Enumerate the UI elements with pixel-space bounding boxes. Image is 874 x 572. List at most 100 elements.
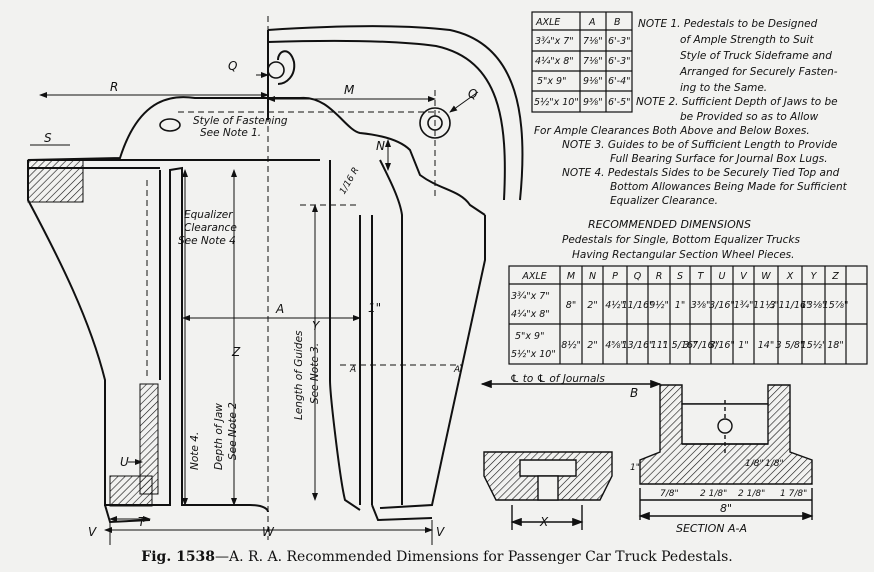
small-r0-a: 7⅛" (583, 36, 603, 47)
rec-g1-u: 3/16" (709, 300, 735, 311)
rec-header-m: M (567, 271, 575, 282)
label-v-left: V (88, 525, 97, 539)
pedestal-outline (27, 25, 524, 524)
small-r2-b: 6'-4" (608, 76, 631, 87)
rec-g1-y: 13⅛" (801, 300, 827, 311)
label-depth-jaw-1: Depth of Jaw (213, 403, 225, 470)
rec-axle-3: 5"x 9" (515, 331, 544, 342)
label-note4-side: Note 4. (189, 432, 201, 470)
label-m: M (344, 83, 355, 97)
figure-title: —A. R. A. Recommended Dimensions for Pas… (215, 549, 733, 565)
rec-header-axle: AXLE (521, 271, 546, 282)
recommended-title: RECOMMENDED DIMENSIONS (588, 218, 751, 231)
rec-g2-n: 2" (587, 340, 597, 351)
note-line-9: Full Bearing Surface for Journal Box Lug… (610, 153, 828, 165)
label-s: S (44, 131, 52, 145)
note-line-7: For Ample Clearances Both Above and Belo… (534, 125, 810, 137)
small-hdr-axle: AXLE (535, 17, 560, 28)
section-a-a (638, 384, 814, 521)
label-length-guides-1: Length of Guides (293, 330, 305, 420)
rec-header-x: X (786, 271, 794, 282)
rec-g1-z: 15⅞" (823, 300, 849, 311)
rec-g1-r: 9½" (649, 300, 669, 311)
rec-g2-q: 13/16" (622, 340, 654, 351)
label-r: R (110, 80, 118, 94)
note-line-3: Arranged for Securely Fasten- (679, 66, 838, 78)
rec-g1-p: 4½" (605, 300, 625, 311)
rec-axle-1: 3¾"x 7" (511, 291, 550, 302)
note-line-6: be Provided so as to Allow (680, 111, 819, 123)
hatched-sections (27, 159, 159, 507)
note-line-0: NOTE 1. Pedestals to be Designed (638, 18, 818, 30)
recommended-subtitle-1: Pedestals for Single, Bottom Equalizer T… (562, 234, 801, 246)
rec-g2-u: 3/16" (709, 340, 735, 351)
journal-b: B (630, 386, 638, 400)
recommended-table-grid (508, 265, 868, 365)
note-line-4: ing to the Same. (680, 82, 767, 94)
label-a-sec-right: A (453, 365, 460, 375)
rec-g2-v: 1" (738, 340, 748, 351)
small-r3-a: 9⅜" (583, 97, 603, 108)
rec-header-u: U (719, 271, 726, 282)
label-z: Z (231, 345, 241, 359)
rec-g2-p: 4⅝" (605, 340, 625, 351)
recommended-subtitle-2: Having Rectangular Section Wheel Pieces. (572, 249, 795, 261)
small-r1-a: 7⅛" (583, 56, 603, 67)
label-equalizer-1: Equalizer (184, 209, 233, 221)
journal-centers: ℄ to ℄ of Journals (510, 373, 605, 385)
rec-header-q: Q (634, 271, 642, 282)
section-title: SECTION A-A (676, 522, 747, 535)
small-r2-a: 9⅛" (583, 76, 603, 87)
label-a-center: A (275, 302, 284, 316)
small-r1-b: 6'-3" (608, 56, 631, 67)
section-d5: 1 7/8" (780, 489, 807, 499)
rec-g1-q: 11/16" (622, 300, 654, 311)
journal-view (480, 379, 662, 530)
small-r0-b: 6'-3" (608, 36, 631, 47)
section-d1: 1" (630, 463, 640, 473)
rec-g1-s: 1" (675, 300, 685, 311)
section-d3: 2 1/8" (700, 489, 727, 499)
label-equalizer-3: See Note 4 (178, 235, 236, 247)
label-q-right: Q (468, 87, 477, 101)
rec-g1-t: 3⅜" (691, 300, 711, 311)
rec-g1-n: 2" (587, 300, 597, 311)
rec-header-n: N (589, 271, 596, 282)
note-line-10: NOTE 4. Pedestals Sides to be Securely T… (562, 167, 840, 179)
note-line-2: Style of Truck Sideframe and (680, 50, 832, 62)
label-sixteen-r: 1/16 R (338, 166, 361, 196)
small-r1-axle: 4¼"x 8" (535, 56, 574, 67)
drawing-labels: Q Q R M S N 1/16 R 1" A A A Y Z U T V V … (44, 59, 477, 539)
rec-g1-w: 11½" (753, 300, 779, 311)
label-one-inch: 1" (368, 301, 381, 315)
label-length-guides-2: See Note 3. (309, 343, 321, 404)
label-depth-jaw-2: See Note 2 (227, 402, 239, 460)
rec-header-w: W (761, 271, 771, 282)
rec-header-p: P (612, 271, 618, 282)
recommended-heading: RECOMMENDED DIMENSIONS Pedestals for Sin… (562, 218, 801, 261)
rec-g1-v: 1¾" (734, 300, 754, 311)
small-r0-axle: 3¾"x 7" (535, 36, 574, 47)
small-r3-axle: 5½"x 10" (534, 97, 579, 108)
section-overall: 8" (720, 502, 732, 515)
rec-header-r: R (656, 271, 663, 282)
label-v-right: V (436, 525, 445, 539)
rec-g2-m: 8½" (561, 340, 581, 351)
small-hdr-a: A (588, 17, 596, 28)
rec-g2-z: 18" (827, 340, 843, 351)
axle-table-small-text: AXLE A B 3¾"x 7" 7⅛" 6'-3" 4¼"x 8" 7⅛" 6… (534, 17, 631, 108)
hidden-lines (146, 16, 462, 540)
note-line-12: Equalizer Clearance. (610, 195, 718, 207)
figure-caption: Fig. 1538—A. R. A. Recommended Dimension… (0, 549, 874, 565)
rec-header-v: V (740, 271, 748, 282)
label-y: Y (312, 319, 321, 333)
section-d4: 2 1/8" (738, 489, 765, 499)
rec-axle-2: 4¼"x 8" (511, 309, 550, 320)
rec-g2-x: 3 5/8" (776, 340, 805, 351)
section-labels: 1" 7/8" 2 1/8" 2 1/8" 1 7/8" 1/8" 1/8" 8… (630, 459, 807, 535)
label-style-fastening-1: Style of Fastening (193, 115, 288, 127)
rec-header-y: Y (811, 271, 818, 282)
journal-x: X (539, 515, 549, 529)
